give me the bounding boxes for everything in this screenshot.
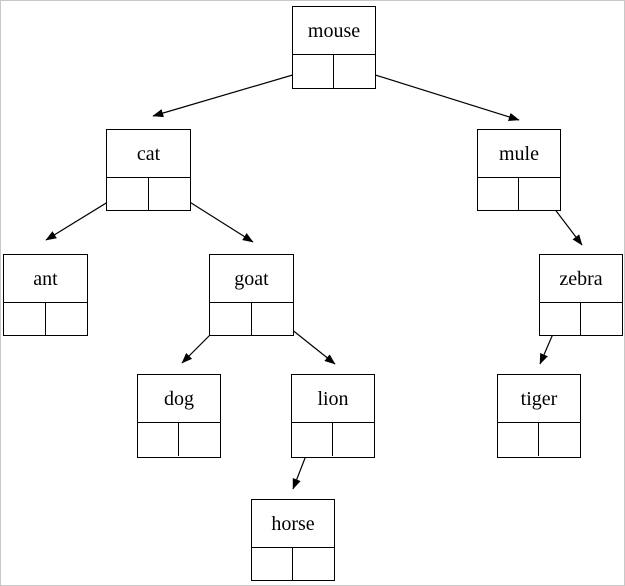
tree-node-horse[interactable]: horse xyxy=(251,499,335,581)
left-pointer-cell-zebra[interactable] xyxy=(540,303,581,336)
tree-node-mouse[interactable]: mouse xyxy=(292,6,376,89)
left-pointer-cell-mule[interactable] xyxy=(478,178,519,211)
node-label-mouse: mouse xyxy=(293,7,375,55)
right-pointer-cell-mouse[interactable] xyxy=(334,55,375,88)
left-pointer-cell-lion[interactable] xyxy=(292,423,333,456)
edge-mouse-left-to-cat xyxy=(152,68,314,118)
tree-node-cat[interactable]: cat xyxy=(106,129,191,211)
node-label-lion: lion xyxy=(292,375,374,423)
right-pointer-cell-ant[interactable] xyxy=(46,303,88,336)
left-pointer-cell-goat[interactable] xyxy=(210,303,252,336)
node-pointers-horse xyxy=(252,548,334,581)
left-pointer-cell-ant[interactable] xyxy=(4,303,46,336)
node-label-tiger: tiger xyxy=(498,375,580,423)
node-label-horse: horse xyxy=(252,500,334,548)
node-label-dog: dog xyxy=(138,375,220,423)
right-pointer-cell-tiger[interactable] xyxy=(539,423,580,456)
right-pointer-cell-cat[interactable] xyxy=(149,178,191,211)
node-pointers-goat xyxy=(210,303,293,336)
tree-node-ant[interactable]: ant xyxy=(3,254,88,336)
node-pointers-mule xyxy=(478,178,560,211)
right-pointer-cell-dog[interactable] xyxy=(179,423,220,456)
edge-mouse-right-to-mule xyxy=(352,67,520,121)
node-pointers-lion xyxy=(292,423,374,456)
node-pointers-cat xyxy=(107,178,190,211)
tree-node-lion[interactable]: lion xyxy=(291,374,375,458)
node-label-zebra: zebra xyxy=(540,255,622,303)
right-pointer-cell-zebra[interactable] xyxy=(581,303,622,336)
tree-node-mule[interactable]: mule xyxy=(477,129,561,211)
node-pointers-dog xyxy=(138,423,220,456)
tree-node-zebra[interactable]: zebra xyxy=(539,254,623,336)
right-pointer-cell-lion[interactable] xyxy=(333,423,374,456)
node-pointers-zebra xyxy=(540,303,622,336)
left-pointer-cell-horse[interactable] xyxy=(252,548,293,581)
right-pointer-cell-goat[interactable] xyxy=(252,303,294,336)
node-pointers-mouse xyxy=(293,55,375,88)
left-pointer-cell-tiger[interactable] xyxy=(498,423,539,456)
tree-node-goat[interactable]: goat xyxy=(209,254,294,336)
left-pointer-cell-cat[interactable] xyxy=(107,178,149,211)
right-pointer-cell-horse[interactable] xyxy=(293,548,334,581)
right-pointer-cell-mule[interactable] xyxy=(519,178,560,211)
left-pointer-cell-mouse[interactable] xyxy=(293,55,334,88)
node-label-ant: ant xyxy=(4,255,87,303)
tree-node-dog[interactable]: dog xyxy=(137,374,221,458)
node-label-mule: mule xyxy=(478,130,560,178)
node-pointers-ant xyxy=(4,303,87,336)
tree-node-tiger[interactable]: tiger xyxy=(497,374,581,458)
node-pointers-tiger xyxy=(498,423,580,456)
node-label-goat: goat xyxy=(210,255,293,303)
node-label-cat: cat xyxy=(107,130,190,178)
left-pointer-cell-dog[interactable] xyxy=(138,423,179,456)
